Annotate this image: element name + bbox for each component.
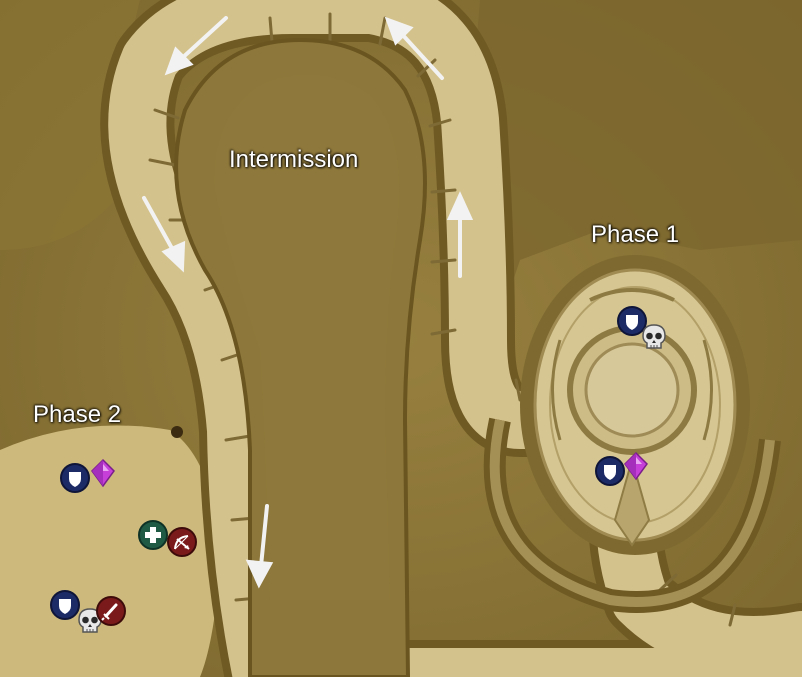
phase1-outer-ring-floor [489, 418, 775, 607]
intermission-plateau-inner [214, 74, 400, 601]
path-spikes [148, 12, 737, 627]
pit-marker [171, 426, 183, 438]
path-arrow-left-upper [142, 196, 186, 273]
rock-region-upper-right [470, 0, 802, 350]
path-arrow-top-left [164, 16, 228, 76]
path-arrow-right [446, 191, 474, 278]
phase1-label: Phase 1 [591, 221, 680, 248]
path-arrows [142, 16, 474, 589]
phase1-arena [520, 255, 750, 555]
path-arrow-top-right [384, 16, 444, 80]
tank-icon[interactable] [617, 306, 647, 336]
skull-icon[interactable] [639, 322, 669, 352]
melee-dps-icon[interactable] [96, 596, 126, 626]
crystal-icon[interactable] [621, 451, 648, 481]
tank-icon[interactable] [50, 590, 80, 620]
phase2-label: Phase 2 [33, 401, 122, 428]
intermission-label: Intermission [229, 146, 359, 173]
crystal-icon[interactable] [88, 458, 115, 488]
healer-icon[interactable] [138, 520, 168, 550]
rock-region-left [0, 0, 140, 250]
tank-icon[interactable] [595, 456, 625, 486]
path-arrow-bottom [245, 504, 274, 589]
tank-icon[interactable] [60, 463, 90, 493]
ranged-dps-icon[interactable] [167, 527, 197, 557]
skull-icon[interactable] [75, 606, 105, 636]
